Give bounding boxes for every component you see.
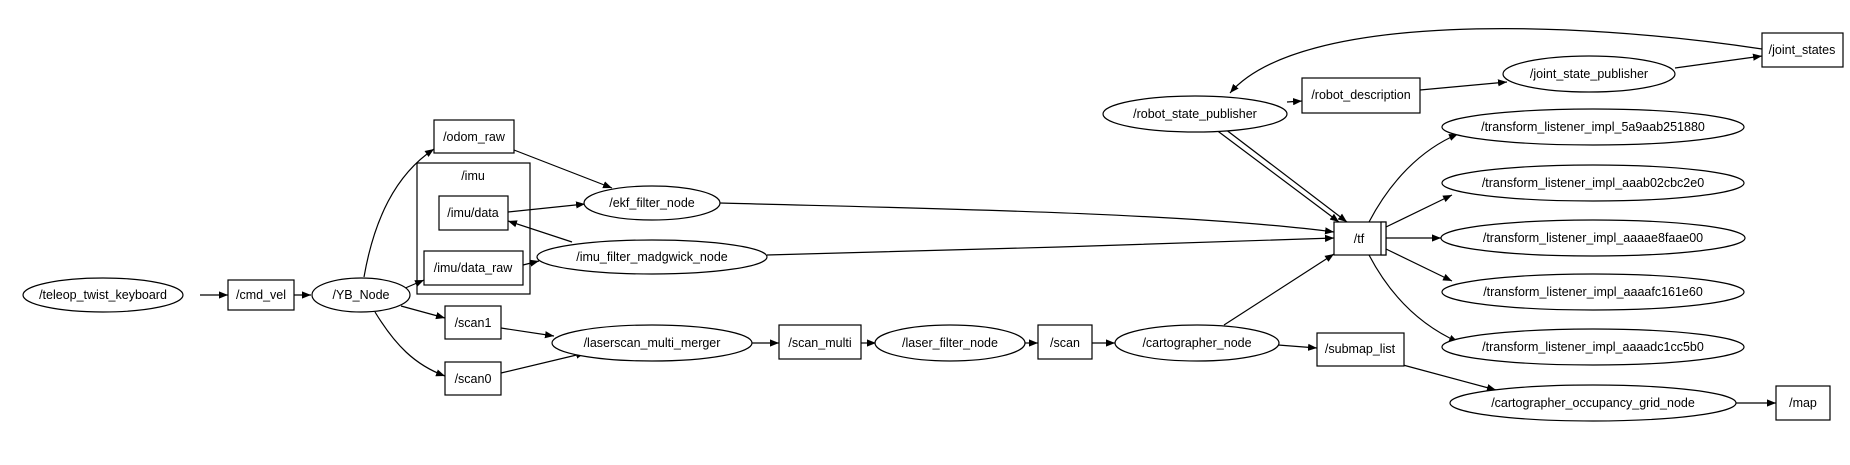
edge-robot-desc-jsp bbox=[1419, 79, 1508, 91]
edge-yb-scan0 bbox=[374, 311, 446, 377]
edge-rsp-tf-1 bbox=[1214, 128, 1340, 223]
svg-text:/transform_listener_impl_aaaad: /transform_listener_impl_aaaadc1cc5b0 bbox=[1482, 340, 1704, 354]
node-ekf-filter[interactable]: /ekf_filter_node bbox=[583, 185, 721, 221]
svg-text:/imu/data: /imu/data bbox=[447, 206, 498, 220]
node-imu-filter-madgwick[interactable]: /imu_filter_madgwick_node bbox=[536, 239, 768, 275]
svg-text:/transform_listener_impl_aaab0: /transform_listener_impl_aaab02cbc2e0 bbox=[1482, 176, 1704, 190]
edge-carto-submap bbox=[1277, 343, 1318, 351]
svg-text:/map: /map bbox=[1789, 396, 1817, 410]
edge-yb-imu-data-raw bbox=[402, 279, 425, 290]
topic-cmd-vel[interactable]: /cmd_vel bbox=[227, 279, 295, 311]
svg-text:/joint_states: /joint_states bbox=[1769, 43, 1836, 57]
node-transform-listener-4[interactable]: /transform_listener_impl_aaaafc161e60 bbox=[1441, 273, 1745, 311]
edge-tf-tl4 bbox=[1385, 248, 1453, 282]
node-yb-node[interactable]: /YB_Node bbox=[311, 277, 411, 313]
topic-imu-data-raw[interactable]: /imu/data_raw bbox=[423, 250, 524, 286]
svg-text:/odom_raw: /odom_raw bbox=[443, 130, 506, 144]
edge-joint-states-rsp bbox=[1229, 28, 1763, 94]
svg-text:/scan0: /scan0 bbox=[455, 372, 492, 386]
svg-text:/tf: /tf bbox=[1354, 232, 1365, 246]
svg-text:/laser_filter_node: /laser_filter_node bbox=[902, 336, 998, 350]
edge-madgwick-imu-data bbox=[507, 220, 573, 243]
svg-text:/cartographer_node: /cartographer_node bbox=[1142, 336, 1251, 350]
svg-text:/laserscan_multi_merger: /laserscan_multi_merger bbox=[584, 336, 721, 350]
node-cartographer-occupancy-grid[interactable]: /cartographer_occupancy_grid_node bbox=[1449, 384, 1737, 422]
topic-imu-data[interactable]: /imu/data bbox=[438, 195, 509, 231]
topic-odom-raw[interactable]: /odom_raw bbox=[433, 119, 515, 154]
svg-text:/scan_multi: /scan_multi bbox=[788, 336, 851, 350]
edge-imu-data-ekf bbox=[507, 201, 586, 213]
svg-text:/robot_state_publisher: /robot_state_publisher bbox=[1133, 107, 1257, 121]
topic-tf[interactable]: /tf bbox=[1333, 221, 1387, 256]
node-transform-listener-1[interactable]: /transform_listener_impl_5a9aab251880 bbox=[1441, 108, 1745, 146]
edge-rsp-tf-2 bbox=[1224, 128, 1348, 223]
edge-submap-occgrid bbox=[1402, 364, 1497, 392]
topic-scan1[interactable]: /scan1 bbox=[444, 305, 502, 340]
svg-text:/transform_listener_impl_aaaae: /transform_listener_impl_aaaae8faae00 bbox=[1483, 231, 1703, 245]
node-laserscan-multi-merger[interactable]: /laserscan_multi_merger bbox=[551, 324, 753, 362]
cluster-imu-label: /imu bbox=[461, 169, 485, 183]
node-transform-listener-2[interactable]: /transform_listener_impl_aaab02cbc2e0 bbox=[1441, 164, 1745, 202]
node-transform-listener-5[interactable]: /transform_listener_impl_aaaadc1cc5b0 bbox=[1441, 328, 1745, 366]
node-joint-state-publisher[interactable]: /joint_state_publisher bbox=[1502, 55, 1676, 93]
topic-joint-states[interactable]: /joint_states bbox=[1761, 32, 1844, 68]
svg-text:/cartographer_occupancy_grid_n: /cartographer_occupancy_grid_node bbox=[1491, 396, 1695, 410]
svg-text:/imu_filter_madgwick_node: /imu_filter_madgwick_node bbox=[576, 250, 728, 264]
edge-madgwick-tf bbox=[766, 234, 1335, 256]
svg-text:/transform_listener_impl_aaaaf: /transform_listener_impl_aaaafc161e60 bbox=[1483, 285, 1703, 299]
edge-tf-tl5 bbox=[1368, 254, 1459, 343]
svg-text:/transform_listener_impl_5a9aa: /transform_listener_impl_5a9aab251880 bbox=[1481, 120, 1705, 134]
svg-text:/scan1: /scan1 bbox=[455, 316, 492, 330]
edge-tf-tl1 bbox=[1368, 133, 1459, 223]
svg-text:/teleop_twist_keyboard: /teleop_twist_keyboard bbox=[39, 288, 167, 302]
edge-tf-tl2 bbox=[1385, 194, 1453, 228]
topic-scan0[interactable]: /scan0 bbox=[444, 361, 502, 396]
edge-rsp-robot-desc bbox=[1286, 98, 1303, 106]
svg-text:/YB_Node: /YB_Node bbox=[333, 288, 390, 302]
nodes: /teleop_twist_keyboard /cmd_vel /YB_Node… bbox=[22, 32, 1844, 422]
svg-text:/robot_description: /robot_description bbox=[1311, 88, 1410, 102]
edges bbox=[200, 28, 1776, 407]
edge-scan0-merger bbox=[500, 351, 586, 374]
edge-carto-tf bbox=[1223, 253, 1335, 326]
topic-robot-description[interactable]: /robot_description bbox=[1301, 77, 1421, 114]
edge-yb-odom-raw bbox=[363, 148, 435, 278]
edge-jsp-joint-states bbox=[1674, 53, 1763, 69]
edge-ekf-tf bbox=[719, 202, 1335, 235]
node-laser-filter[interactable]: /laser_filter_node bbox=[874, 324, 1026, 362]
node-cartographer[interactable]: /cartographer_node bbox=[1114, 324, 1280, 362]
svg-text:/joint_state_publisher: /joint_state_publisher bbox=[1530, 67, 1648, 81]
edge-scan1-merger bbox=[500, 327, 555, 339]
node-transform-listener-3[interactable]: /transform_listener_impl_aaaae8faae00 bbox=[1440, 219, 1746, 257]
node-teleop-twist-keyboard[interactable]: /teleop_twist_keyboard bbox=[22, 277, 184, 313]
edge-odom-raw-ekf bbox=[513, 149, 613, 189]
svg-text:/submap_list: /submap_list bbox=[1325, 342, 1396, 356]
topic-scan[interactable]: /scan bbox=[1037, 324, 1093, 360]
svg-text:/scan: /scan bbox=[1050, 336, 1080, 350]
edge-yb-scan1 bbox=[400, 305, 446, 320]
topic-map[interactable]: /map bbox=[1775, 385, 1831, 421]
edge-imu-data-raw-madgwick bbox=[522, 259, 540, 267]
svg-text:/imu/data_raw: /imu/data_raw bbox=[434, 261, 513, 275]
topic-submap-list[interactable]: /submap_list bbox=[1316, 332, 1405, 367]
node-robot-state-publisher[interactable]: /robot_state_publisher bbox=[1102, 95, 1288, 133]
topic-scan-multi[interactable]: /scan_multi bbox=[778, 324, 862, 360]
svg-text:/cmd_vel: /cmd_vel bbox=[236, 288, 286, 302]
svg-text:/ekf_filter_node: /ekf_filter_node bbox=[609, 196, 695, 210]
